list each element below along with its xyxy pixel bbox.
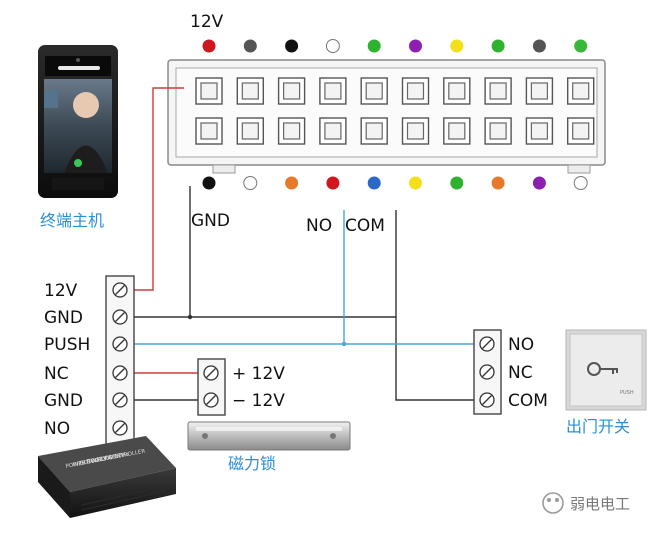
controller-terminal-label: NO — [44, 419, 70, 439]
wire-dot-bottom-7 — [450, 176, 464, 190]
bottom-wire-color-dots — [202, 176, 588, 190]
controller-terminal-label: GND — [44, 391, 83, 411]
com-top-label: COM — [345, 216, 385, 236]
no-top-label: NO — [306, 216, 332, 236]
wire-dot-bottom-5 — [367, 176, 381, 190]
button-terminal-labels: NO NC COM — [508, 335, 548, 411]
wire-dot-top-8 — [491, 39, 505, 53]
controller-terminal-label: NC — [44, 364, 69, 384]
lock-terminal-label: − 12V — [232, 391, 285, 411]
controller-terminal-label: PUSH — [44, 335, 90, 355]
wire-12v-red — [121, 87, 184, 291]
wire-dot-bottom-3 — [285, 176, 299, 190]
wire-com — [395, 210, 476, 401]
terminal-connector-block — [167, 59, 606, 174]
wire-dot-bottom-9 — [532, 176, 546, 190]
watermark: 弱电电工 — [542, 492, 630, 514]
svg-text:PUSH: PUSH — [620, 390, 634, 396]
psu-label-text: DC 12V 3A — [86, 454, 116, 466]
exit-button-device: PUSH — [565, 329, 647, 411]
button-terminal-strip — [473, 329, 502, 415]
lock-terminal-labels: + 12V − 12V — [232, 364, 285, 411]
controller-terminal-strip — [105, 275, 135, 445]
lock-terminal-label: + 12V — [232, 364, 285, 384]
wire-dot-top-6 — [409, 39, 422, 53]
watermark-text: 弱电电工 — [570, 495, 630, 513]
magnetic-lock — [187, 421, 351, 451]
wire-dot-bottom-6 — [409, 176, 422, 190]
controller-terminal-labels: 12V GND PUSH NC GND NO — [44, 281, 90, 439]
button-terminal-label: NO — [508, 335, 534, 355]
button-terminal-label: NC — [508, 363, 533, 383]
lock-label: 磁力锁 — [228, 454, 276, 473]
wires — [121, 87, 476, 401]
header-voltage-label: 12V — [190, 12, 224, 32]
key-icon — [587, 362, 618, 376]
wire-dot-top-10 — [574, 39, 588, 53]
wire-dot-top-9 — [532, 39, 546, 53]
wire-dot-top-1 — [202, 39, 216, 53]
wire-dot-bottom-1 — [202, 176, 216, 190]
wire-dot-top-4 — [325, 39, 340, 53]
wire-dot-top-7 — [450, 39, 464, 53]
terminal-label: 终端主机 — [40, 211, 104, 230]
gnd-top-label: GND — [191, 211, 230, 231]
controller-terminal-label: 12V — [44, 281, 78, 301]
wire-dot-top-2 — [243, 39, 257, 53]
wire-dot-bottom-4 — [326, 176, 340, 190]
wire-dot-bottom-10 — [573, 176, 588, 190]
button-terminal-label: COM — [508, 391, 548, 411]
wire-dot-top-3 — [285, 39, 299, 53]
face-recognition-terminal — [38, 45, 118, 198]
wire-dot-top-5 — [367, 39, 381, 53]
lock-terminal-strip — [197, 358, 226, 416]
wire-dot-bottom-2 — [243, 176, 258, 190]
wire-dot-bottom-8 — [491, 176, 505, 190]
top-wire-color-dots — [202, 39, 588, 53]
exit-button-label: 出门开关 — [566, 417, 630, 436]
controller-terminal-label: GND — [44, 308, 83, 328]
